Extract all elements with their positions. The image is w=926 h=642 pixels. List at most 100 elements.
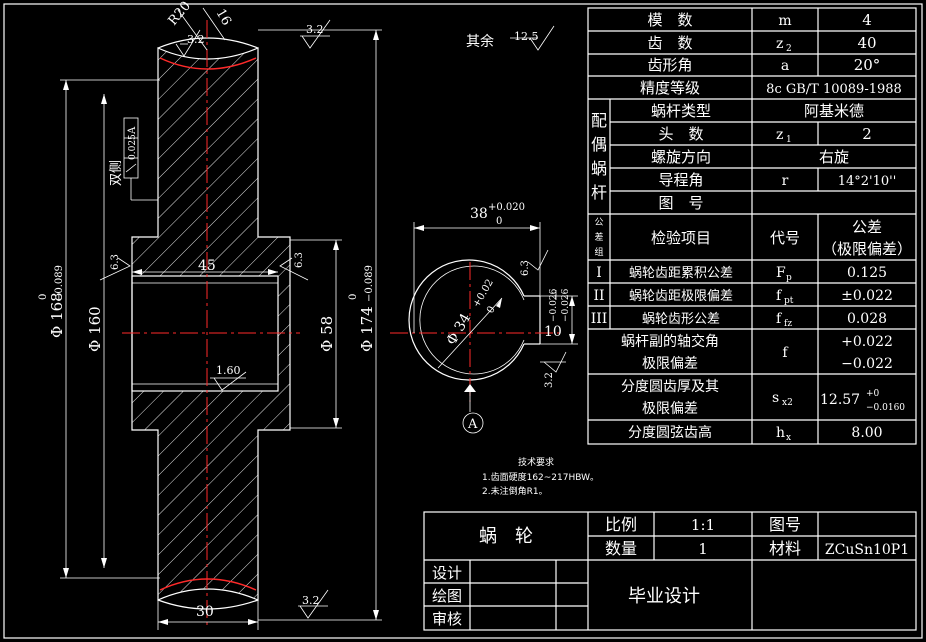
- param-label-teeth: 齿 数: [647, 34, 692, 52]
- roughness-other-value: 12.5: [514, 30, 539, 43]
- dim-tip-tol-lower: −0.089: [54, 265, 65, 302]
- extra-label-1a: 蜗杆副的轴交角: [621, 333, 719, 350]
- wheel-section-view: [122, 20, 300, 625]
- scale-value: 1:1: [691, 516, 715, 534]
- keyway-width-tol-upper: +0.020: [488, 202, 525, 213]
- mating-label-lead-angle: 导程角: [658, 171, 703, 189]
- extra-label-2b: 极限偏差: [642, 401, 698, 417]
- check-label: 审核: [432, 610, 462, 628]
- angle-label: 16: [213, 7, 234, 29]
- param-sym-teeth: z: [776, 36, 783, 52]
- mating-val-starts: 2: [862, 125, 872, 143]
- extra-label-1b: 极限偏差: [642, 356, 698, 372]
- inspect-label-2: 蜗轮齿距极限偏差: [629, 288, 733, 304]
- roughness-hub-left: 6.3: [110, 254, 121, 270]
- drawing-frame: [3, 3, 923, 639]
- dim-throat-tol-upper: 0: [348, 294, 359, 300]
- svg-text:差: 差: [594, 231, 603, 243]
- mating-val-worm-type: 阿基米德: [804, 102, 864, 120]
- svg-text:偶: 偶: [591, 135, 607, 154]
- extra-sub-2: x2: [782, 398, 793, 408]
- param-val-teeth: 40: [857, 34, 876, 52]
- keyway-roughness-top: 6.3: [520, 260, 531, 276]
- extra-val-1a: +0.022: [841, 334, 893, 350]
- roughness-bottom: 3.2: [302, 594, 320, 607]
- dim-throat-tol-lower: −0.089: [364, 265, 375, 302]
- param-sym-pressure-angle: a: [781, 58, 789, 74]
- key-tol-upper: −0.026: [549, 288, 559, 322]
- extra-val-2-subtol: −0.0160: [866, 403, 905, 413]
- param-sym-module: m: [778, 13, 791, 29]
- extra-label-3: 分度圆弦齿高: [628, 424, 712, 441]
- key-tol-lower: −0.026: [561, 288, 571, 322]
- param-sub-teeth: 2: [786, 44, 792, 54]
- mating-sub-starts: 1: [786, 135, 792, 145]
- datum-label: A: [467, 417, 478, 432]
- svg-text:杆: 杆: [591, 183, 607, 202]
- mating-group-label: 配 偶 蜗 杆: [591, 111, 607, 202]
- inspect-val-1: 0.125: [847, 265, 887, 281]
- runout-tolerance: 0.025: [128, 134, 138, 160]
- svg-text:组: 组: [594, 246, 603, 258]
- inspect-sym-1: F: [776, 265, 786, 281]
- dim-tip-tol-upper: 0: [38, 294, 49, 300]
- project-name: 毕业设计: [628, 586, 700, 607]
- extra-sym-3: h: [776, 425, 785, 441]
- param-val-accuracy: 8c GB/T 10089-1988: [766, 82, 902, 97]
- bore-tol-lower: 0: [485, 304, 498, 315]
- inspect-val-2: ±0.022: [841, 288, 893, 304]
- qty-label: 数量: [605, 539, 637, 558]
- inspect-grp-3: III: [591, 311, 608, 327]
- runout-side-label: 双侧: [109, 160, 124, 186]
- inspect-header-code: 代号: [770, 229, 800, 247]
- scale-label: 比例: [605, 515, 637, 534]
- qty-value: 1: [698, 540, 708, 558]
- dim-rim-width: 30: [196, 604, 214, 620]
- material-label: 材料: [769, 539, 801, 558]
- inspect-sub-2: pt: [784, 296, 794, 306]
- param-label-accuracy: 精度等级: [640, 79, 700, 97]
- tech-req-item-1: 1.齿面硬度162~217HBW。: [482, 471, 599, 483]
- runout-datum: A: [127, 126, 138, 135]
- inspect-label-1: 蜗轮齿距累积公差: [629, 265, 733, 281]
- extra-val-2: 12.57: [820, 392, 860, 408]
- mating-label-hand: 螺旋方向: [651, 148, 711, 166]
- inspect-sym-2: f: [776, 288, 783, 304]
- inspect-group-label: 公 差 组: [594, 217, 603, 258]
- dim-throat-dia: Φ 174: [358, 306, 376, 352]
- draw-label: 绘图: [432, 587, 462, 605]
- keyway-width: 38: [470, 206, 488, 222]
- inspect-val-3: 0.028: [847, 311, 887, 327]
- design-label: 设计: [432, 564, 462, 582]
- inspect-header-tol-2: （极限偏差）: [822, 240, 912, 258]
- roughness-bore: 1.60: [216, 364, 241, 377]
- dim-hub-dia: Φ 58: [318, 316, 336, 352]
- param-label-module: 模 数: [647, 11, 692, 29]
- svg-text:蜗: 蜗: [591, 159, 607, 178]
- mating-label-starts: 头 数: [658, 125, 703, 143]
- bore-tol-upper: +0.02: [471, 277, 496, 309]
- dim-pitch-dia: Φ 160: [86, 306, 104, 352]
- tech-req-title: 技术要求: [518, 456, 554, 468]
- extra-val-1b: −0.022: [841, 356, 893, 372]
- inspect-header-tol-1: 公差: [852, 218, 882, 236]
- extra-sym-1: f: [782, 345, 789, 361]
- param-val-pressure-angle: 20°: [854, 56, 881, 74]
- mating-sym-lead-angle: r: [782, 173, 789, 189]
- keyway-width-tol-lower: 0: [496, 216, 502, 227]
- extra-sub-3: x: [786, 433, 791, 443]
- dim-tip-dia: Φ 168: [48, 292, 66, 338]
- roughness-top-mid: 3.2: [306, 23, 324, 36]
- inspect-header-item: 检验项目: [651, 229, 711, 247]
- keyway-end-view: [390, 222, 578, 434]
- inspect-sym-3: f: [776, 311, 783, 327]
- mating-val-hand: 右旋: [819, 148, 849, 166]
- section-dimensions: [60, 7, 382, 630]
- roughness-other-prefix: 其余: [466, 33, 494, 50]
- inspect-sub-1: p: [786, 273, 792, 283]
- mating-val-lead-angle: 14°2'10'': [838, 174, 897, 189]
- extra-val-3: 8.00: [851, 425, 882, 441]
- param-val-module: 4: [862, 11, 872, 29]
- svg-text:配: 配: [591, 111, 607, 130]
